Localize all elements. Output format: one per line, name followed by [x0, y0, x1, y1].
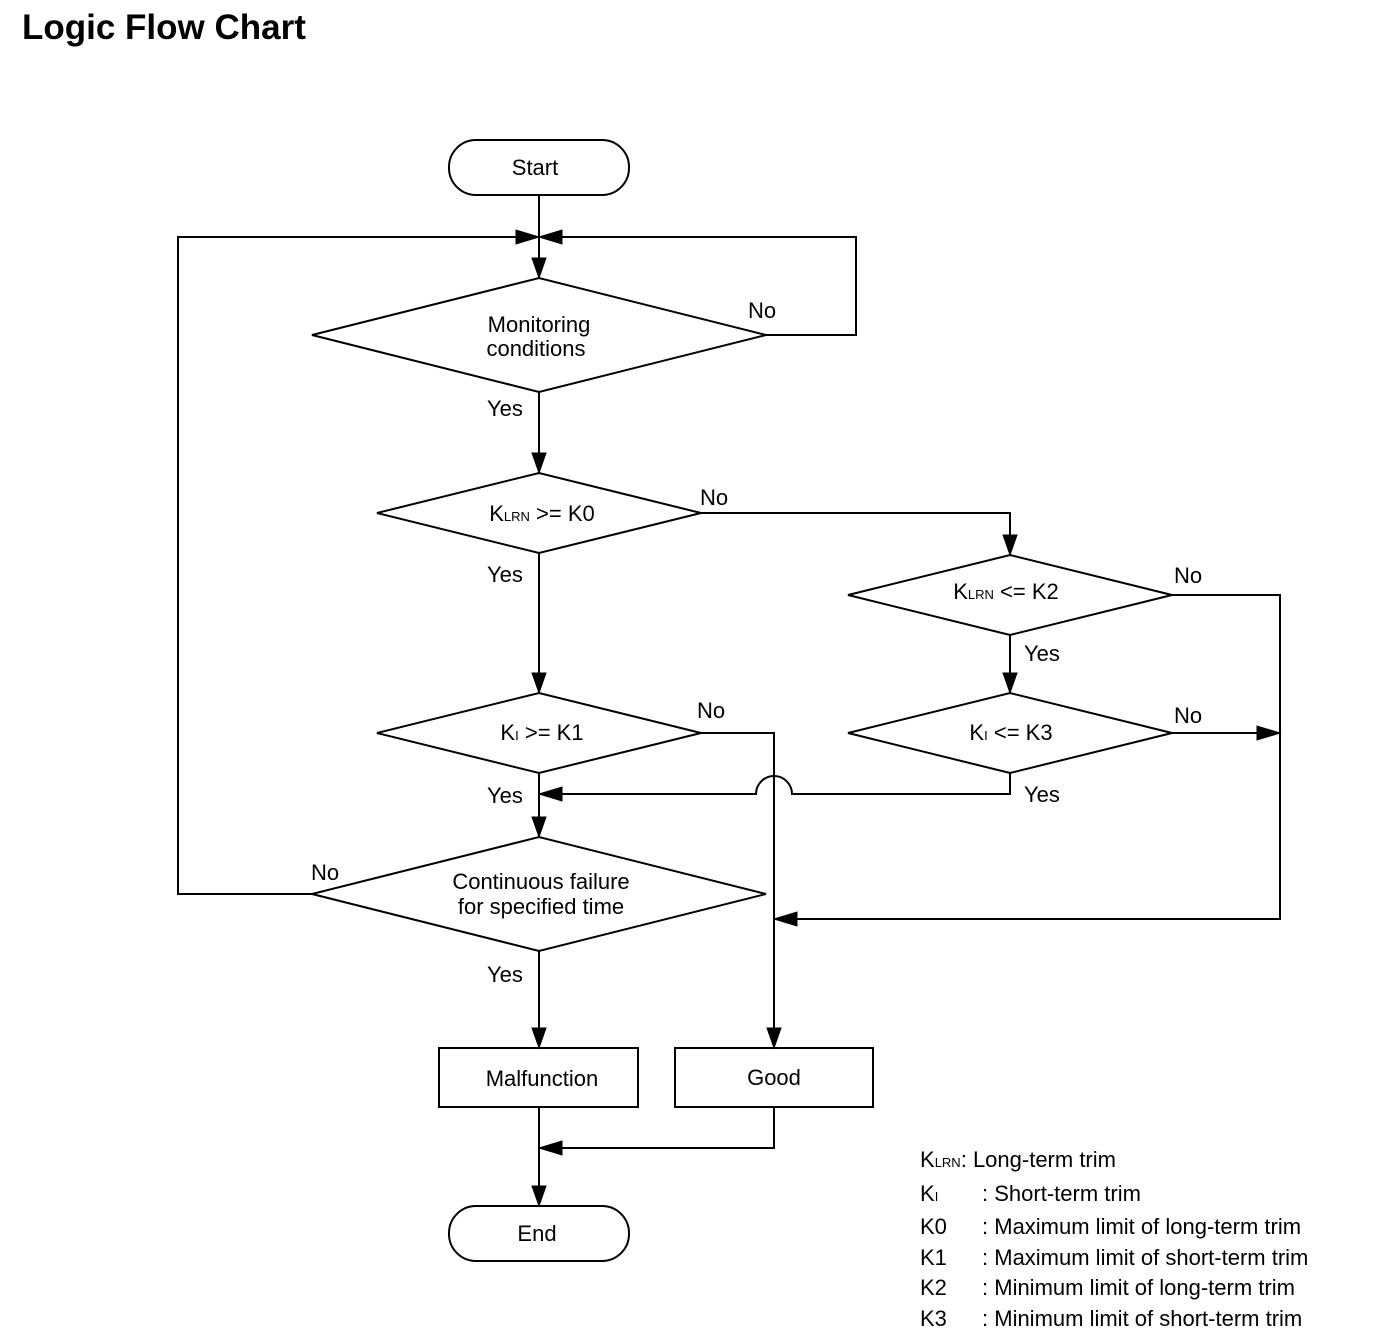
legend-key: KI	[920, 1180, 939, 1206]
legend-row: K0: Maximum limit of long-term trim	[920, 1212, 1308, 1243]
continuous-label-line1: Continuous failure	[452, 869, 629, 894]
arrowhead	[531, 452, 547, 475]
good-label: Good	[747, 1065, 801, 1090]
continuous-label-line2: for specified time	[458, 894, 624, 919]
arrowhead	[531, 816, 547, 839]
legend-row: K1: Maximum limit of short-term trim	[920, 1243, 1308, 1274]
legend-description: Maximum limit of short-term trim	[988, 1244, 1309, 1270]
label-k0-yes: Yes	[487, 562, 523, 587]
legend-key: K0	[920, 1214, 947, 1239]
legend-description: Short-term trim	[988, 1180, 1141, 1206]
legend-key: K1	[920, 1244, 947, 1270]
edge-continuous-no	[177, 236, 516, 895]
legend-separator: :	[982, 1180, 989, 1206]
legend-description: Minimum limit of short-term trim	[988, 1305, 1303, 1331]
label-k1-yes: Yes	[487, 783, 523, 808]
arrowhead	[537, 1140, 563, 1156]
label-k1-no: No	[697, 698, 725, 723]
legend-row: K3: Minimum limit of short-term trim	[920, 1304, 1308, 1335]
edge-k1-no	[701, 732, 775, 1036]
legend-row: K2: Minimum limit of long-term trim	[920, 1273, 1308, 1304]
legend-separator: :	[982, 1214, 989, 1239]
arrowhead	[531, 1027, 547, 1050]
page-title: Logic Flow Chart	[22, 8, 306, 47]
label-monitoring-no: No	[748, 298, 776, 323]
edge-k3-yes	[562, 773, 1011, 795]
legend-description: Long-term trim	[966, 1147, 1116, 1172]
legend-separator: :	[960, 1147, 967, 1172]
arrowhead	[1002, 672, 1018, 695]
legend-key: KLRN	[920, 1147, 961, 1172]
continuous-failure-decision	[311, 835, 767, 953]
arrowhead	[1256, 725, 1282, 741]
legend-row: KLRN: Long-term trim	[920, 1145, 1308, 1179]
arrowhead	[515, 229, 541, 245]
monitoring-label-line1: Monitoring	[488, 312, 591, 337]
legend-key: K3	[920, 1305, 947, 1331]
legend-description: Maximum limit of long-term trim	[988, 1214, 1302, 1239]
arrowhead	[537, 786, 563, 802]
klrn-k2-label: KLRN <= K2	[953, 579, 1059, 604]
arrowhead	[531, 1185, 547, 1208]
legend-row: KI: Short-term trim	[920, 1179, 1308, 1213]
end-label: End	[517, 1221, 556, 1246]
arrowhead	[531, 672, 547, 695]
label-k2-no: No	[1174, 563, 1202, 588]
edge-monitoring-no	[562, 236, 857, 336]
legend-separator: :	[982, 1275, 989, 1300]
edge-k2-no	[789, 594, 1281, 920]
monitoring-label-line2: conditions	[486, 336, 585, 361]
malfunction-label: Malfunction	[486, 1066, 599, 1091]
label-k2-yes: Yes	[1024, 641, 1060, 666]
klrn-k0-label: KLRN >= K0	[489, 501, 595, 526]
arrowhead	[537, 229, 563, 245]
label-k3-yes: Yes	[1024, 782, 1060, 807]
legend-separator: :	[982, 1244, 989, 1270]
edge-good-end	[562, 1107, 775, 1149]
label-k3-no: No	[1174, 703, 1202, 728]
arrowhead	[531, 257, 547, 280]
edge-k0-no	[701, 512, 1011, 543]
legend-description: Minimum limit of long-term trim	[988, 1275, 1295, 1300]
label-k0-no: No	[700, 485, 728, 510]
label-continuous-yes: Yes	[487, 962, 523, 987]
arrowhead	[772, 911, 798, 927]
arrowhead	[766, 1027, 782, 1050]
legend-key: K2	[920, 1275, 947, 1300]
ki-k3-label: KI <= K3	[969, 720, 1052, 745]
ki-k1-label: KI >= K1	[500, 720, 583, 745]
arrowhead	[1002, 534, 1018, 557]
label-monitoring-yes: Yes	[487, 396, 523, 421]
label-continuous-no: No	[311, 860, 339, 885]
start-label: Start	[512, 155, 558, 180]
legend-separator: :	[982, 1305, 989, 1331]
